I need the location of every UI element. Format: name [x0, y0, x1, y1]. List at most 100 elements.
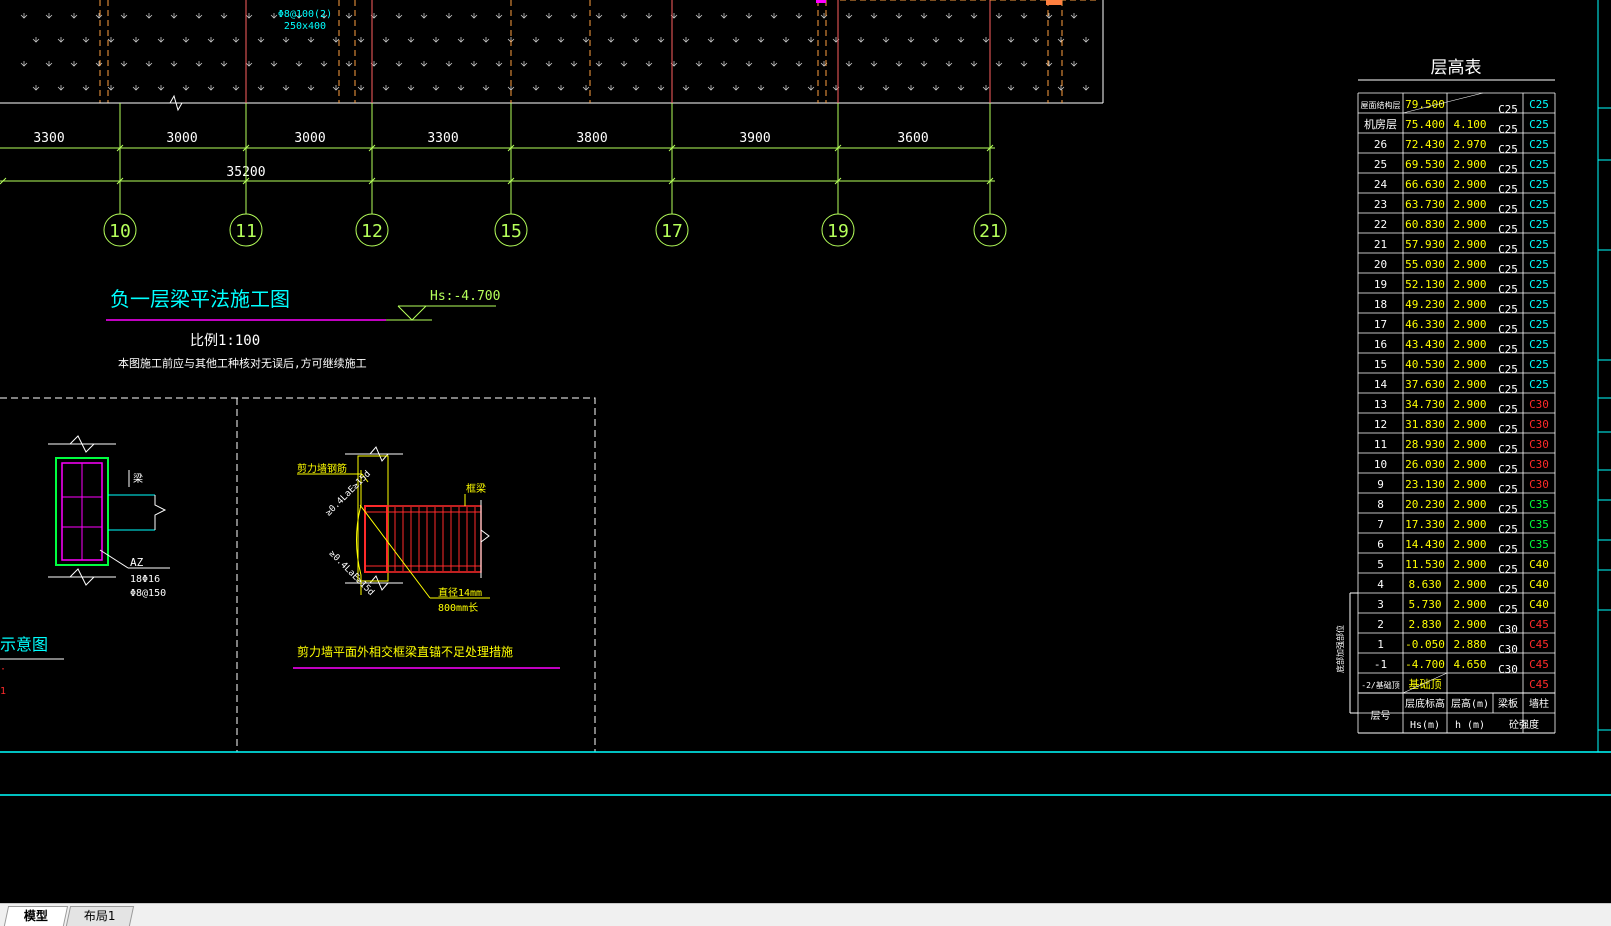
hatch-mark — [282, 85, 290, 91]
hatch-mark — [920, 13, 928, 19]
hatch-mark — [870, 61, 878, 67]
hatch-mark — [220, 13, 228, 19]
floor-table-height: 2.900 — [1453, 158, 1486, 171]
axis-bubble — [229, 213, 263, 247]
axis-bubble — [821, 213, 855, 247]
floor-table-elevation: 23.130 — [1405, 478, 1445, 491]
hatch-mark — [495, 61, 503, 67]
tab-layout1[interactable]: 布局1 — [65, 906, 135, 926]
floor-table-height: 2.900 — [1453, 518, 1486, 531]
hatch-mark — [745, 13, 753, 19]
hatch-mark — [520, 13, 528, 19]
hatch-mark — [32, 85, 40, 91]
floor-table-height: 2.900 — [1453, 418, 1486, 431]
dimension-span: 3900 — [739, 131, 770, 146]
floor-table-height: 4.100 — [1453, 118, 1486, 131]
floor-table-height: 2.900 — [1453, 578, 1486, 591]
tab-model[interactable]: 模型 — [3, 906, 69, 926]
floor-table-slab-grade: C25 — [1498, 143, 1518, 156]
floor-table-elevation: 11.530 — [1405, 558, 1445, 571]
hatch-mark — [32, 37, 40, 43]
hatch-mark — [307, 85, 315, 91]
hatch-mark — [445, 13, 453, 19]
hatch-mark — [107, 37, 115, 43]
hatch-mark — [382, 85, 390, 91]
hatch-mark — [982, 85, 990, 91]
floor-table-wall-grade: C35 — [1529, 518, 1549, 531]
hatch-mark — [170, 61, 178, 67]
hatch-mark — [657, 85, 665, 91]
floor-table-elevation: 69.530 — [1405, 158, 1445, 171]
floor-table-slab-grade: C25 — [1498, 483, 1518, 496]
hatch-mark — [707, 37, 715, 43]
left-clip-red-2: 1 — [0, 686, 6, 697]
drawing-scale: 比例1:100 — [190, 333, 260, 349]
axis-bubble — [355, 213, 389, 247]
floor-table-floor: 9 — [1377, 478, 1384, 491]
floor-table-floor: 19 — [1374, 278, 1387, 291]
hatch-mark — [207, 37, 215, 43]
floor-table-header: 层高(m) — [1451, 697, 1489, 710]
plan-title-block: 负一层梁平法施工图 Hs:-4.700 比例1:100 本图施工前应与其他工种核… — [106, 287, 500, 370]
axis-label-12: 12 — [361, 221, 383, 242]
axis-label-10: 10 — [109, 221, 131, 242]
axis-bubble — [655, 213, 689, 247]
floor-table-elevation: 52.130 — [1405, 278, 1445, 291]
hatch-mark — [882, 85, 890, 91]
hatch-mark — [632, 85, 640, 91]
floor-table-slab-grade: C25 — [1498, 523, 1518, 536]
hatch-mark — [270, 61, 278, 67]
hatch-mark — [695, 13, 703, 19]
floor-table-wall-grade: C25 — [1529, 358, 1549, 371]
hatch-mark — [695, 61, 703, 67]
floor-table-slab-grade: C25 — [1498, 443, 1518, 456]
hatch-mark — [195, 61, 203, 67]
floor-table-floor: 4 — [1377, 578, 1384, 591]
hatch-mark — [1070, 61, 1078, 67]
hatch-mark — [395, 13, 403, 19]
floor-table-elevation: 2.830 — [1408, 618, 1441, 631]
floor-table-floor: 6 — [1377, 538, 1384, 551]
hatch-mark — [995, 61, 1003, 67]
floor-table-height: 2.900 — [1453, 498, 1486, 511]
floor-table-slab-grade: C25 — [1498, 243, 1518, 256]
hatch-mark — [857, 85, 865, 91]
axis-label-21: 21 — [979, 221, 1001, 242]
hatch-mark — [207, 85, 215, 91]
hatch-mark — [495, 13, 503, 19]
floor-table-wall-grade: C30 — [1529, 478, 1549, 491]
floor-table-floor: 屋面结构层 — [1361, 100, 1401, 110]
floor-table-floor: 25 — [1374, 158, 1387, 171]
floor-table-slab-grade: C25 — [1498, 303, 1518, 316]
hatch-mark — [957, 37, 965, 43]
hatch-mark — [807, 37, 815, 43]
floor-table-slab-grade: C30 — [1498, 643, 1518, 656]
wall-beam-detail: 剪力墙钢筋 框梁 ≥0.4LaE≥15d ≥0.4LaE≥15d 直径14mm … — [293, 446, 560, 669]
hatch-mark — [145, 61, 153, 67]
hatch-mark — [745, 61, 753, 67]
hatch-mark — [82, 85, 90, 91]
hatch-mark — [357, 85, 365, 91]
floor-table-elevation: 14.430 — [1405, 538, 1445, 551]
hatch-mark — [770, 13, 778, 19]
hatch-mark — [345, 61, 353, 67]
floor-table-elevation: 31.830 — [1405, 418, 1445, 431]
elevation-mark: Hs:-4.700 — [430, 289, 500, 304]
floor-table-floor: 13 — [1374, 398, 1387, 411]
floor-table-wall-grade: C35 — [1529, 498, 1549, 511]
floor-table-floor: -2/基础顶 — [1361, 680, 1399, 690]
column-rebar-stirrup: Φ8@150 — [130, 588, 166, 599]
hatch-mark — [45, 61, 53, 67]
floor-table-wall-grade: C25 — [1529, 318, 1549, 331]
floor-table-wall-grade: C45 — [1529, 618, 1549, 631]
hatch-mark — [232, 85, 240, 91]
dimension-span: 3300 — [33, 131, 64, 146]
floor-table-slab-grade: C25 — [1498, 343, 1518, 356]
floor-table-slab-grade: C25 — [1498, 363, 1518, 376]
title-block-edge — [1598, 107, 1611, 731]
beam-annotation-stirrup: Φ8@100(2) — [278, 9, 332, 20]
floor-table-wall-grade: C25 — [1529, 238, 1549, 251]
slab-plan-region: Φ8@100(2) 250x400 — [0, 0, 1104, 112]
hatch-mark — [807, 85, 815, 91]
